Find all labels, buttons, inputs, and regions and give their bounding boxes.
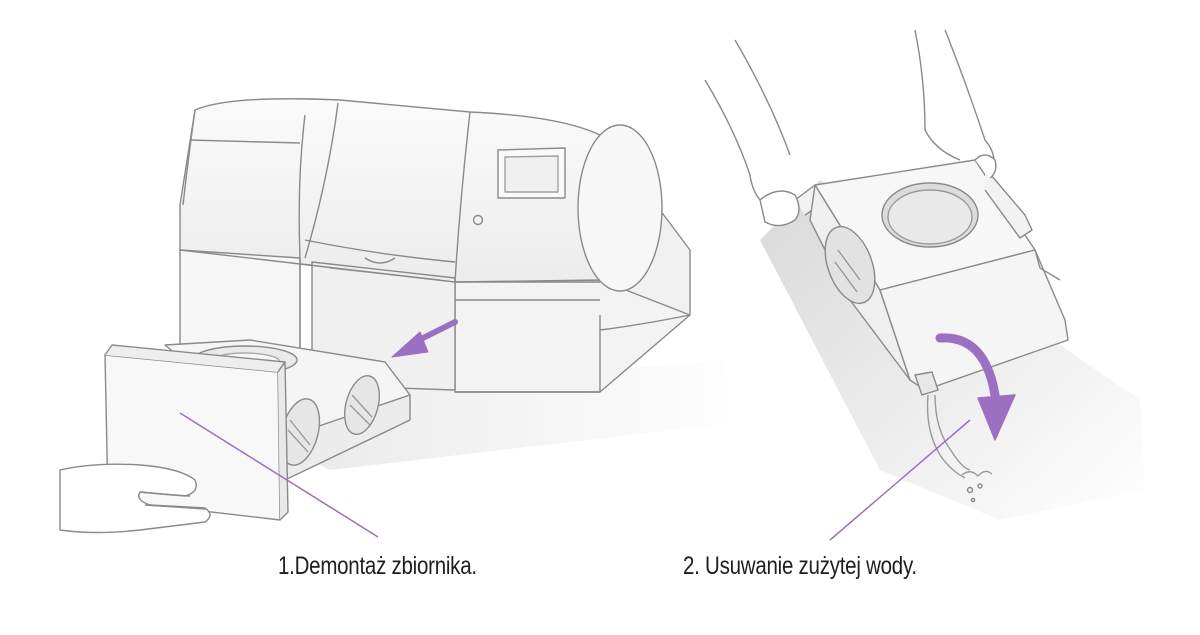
step-2-caption: 2. Usuwanie zużytej wody.: [683, 552, 917, 580]
tank-pour-illustration: [704, 29, 1145, 520]
machine-illustration: [59, 98, 760, 534]
arrow-left-icon: [391, 319, 458, 358]
step-1-caption: 1.Demontaż zbiornika.: [278, 552, 477, 580]
pointer-line-1: [179, 412, 379, 538]
pointer-line-2: [829, 419, 971, 541]
curved-arrow-icon: [935, 333, 1016, 441]
